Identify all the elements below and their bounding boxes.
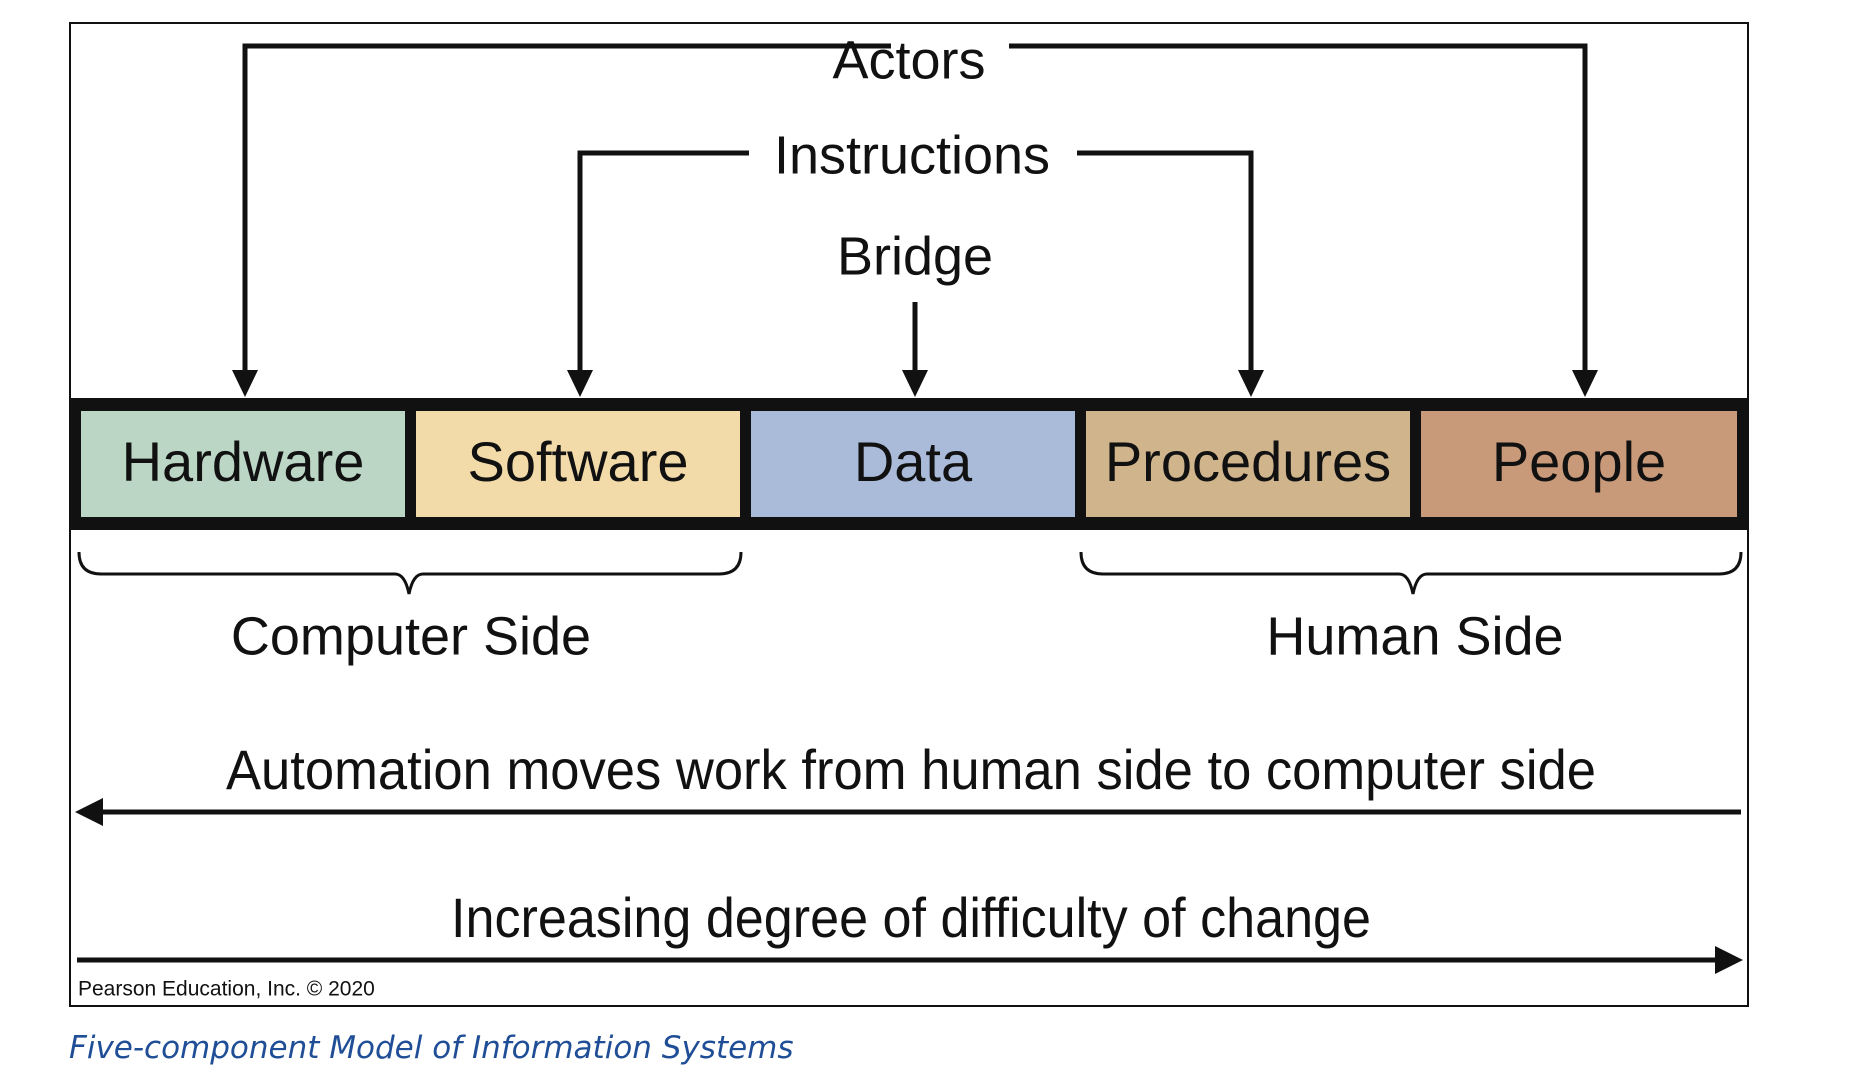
people-box <box>1421 411 1737 517</box>
procedures-label: Procedures <box>1105 430 1391 493</box>
automation-arrow-head <box>75 798 103 826</box>
bridge-label: Bridge <box>837 226 993 286</box>
actors-label: Actors <box>832 30 985 90</box>
procedures-box <box>1086 411 1410 517</box>
component-hardware: Hardware <box>81 411 405 517</box>
component-people: People <box>1421 411 1737 517</box>
publisher-credit: Pearson Education, Inc. © 2020 <box>78 978 375 1001</box>
instructions-connector <box>577 150 1254 377</box>
actors-arrow-hardware <box>232 370 258 397</box>
human-side-brace <box>1079 551 1743 595</box>
people-label: People <box>1492 430 1666 493</box>
automation-label: Automation moves work from human side to… <box>226 738 1596 801</box>
hardware-box <box>81 411 405 517</box>
component-data: Data <box>751 411 1075 517</box>
human-side-label: Human Side <box>1266 606 1563 666</box>
instructions-arrow-procedures <box>1238 370 1264 397</box>
instructions-label: Instructions <box>774 125 1050 185</box>
component-procedures: Procedures <box>1086 411 1410 517</box>
instructions-arrow-software <box>567 370 593 397</box>
software-box <box>416 411 740 517</box>
hardware-label: Hardware <box>122 430 365 493</box>
computer-side-brace <box>77 551 743 595</box>
software-label: Software <box>468 430 689 493</box>
difficulty-label: Increasing degree of difficulty of chang… <box>451 886 1371 949</box>
data-box <box>751 411 1075 517</box>
figure-caption: Five-component Model of Information Syst… <box>69 1030 794 1066</box>
difficulty-arrow-head <box>1715 946 1743 974</box>
actors-arrow-people <box>1572 370 1598 397</box>
data-label: Data <box>854 430 973 493</box>
actors-connector <box>242 43 1588 377</box>
five-component-diagram: Actors Instructions Bridge Hardware Soft… <box>69 30 1749 1001</box>
computer-side-label: Computer Side <box>231 606 591 666</box>
component-software: Software <box>416 411 740 517</box>
bridge-arrow-data <box>902 370 928 397</box>
